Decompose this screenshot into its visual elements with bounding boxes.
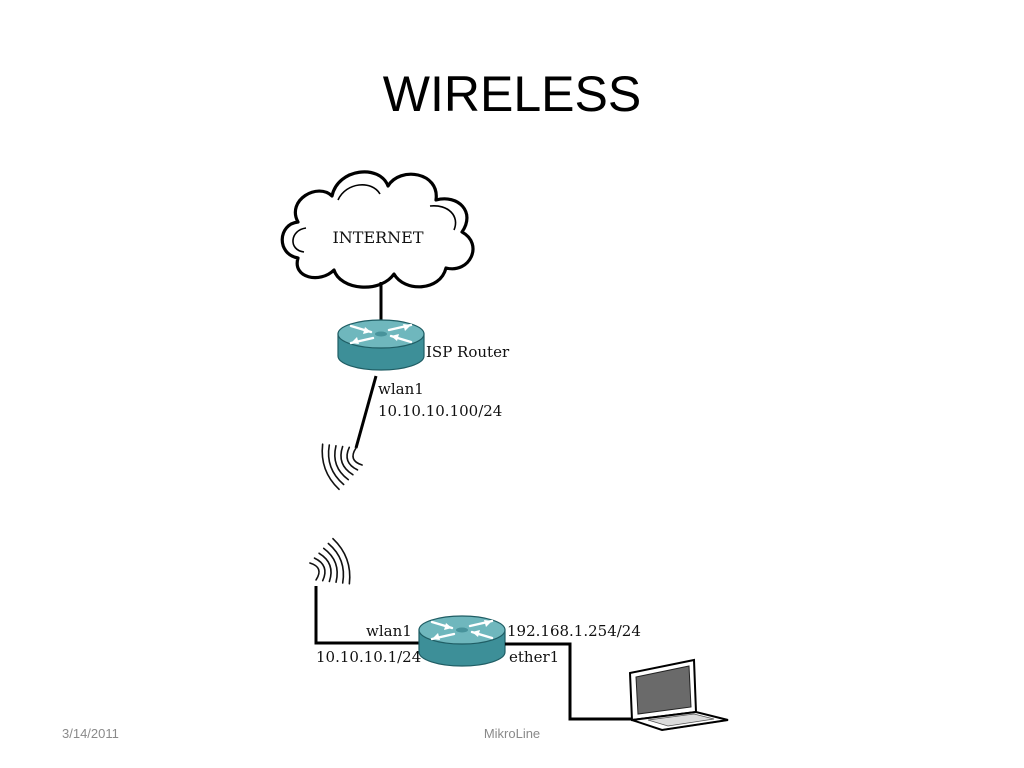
cloud-icon: [280, 170, 475, 289]
client-lan-ip: 192.168.1.254/24: [507, 622, 641, 640]
isp-wlan-ip: 10.10.10.100/24: [378, 402, 502, 420]
client-wlan-label: wlan1: [366, 622, 412, 640]
isp-router-icon: [336, 318, 426, 372]
laptop-icon: [628, 658, 729, 732]
ether-cable-line: [505, 642, 640, 721]
antenna-waves-icon: [303, 535, 356, 595]
cloud-label: INTERNET: [332, 228, 423, 247]
client-antenna-line: [314, 586, 420, 645]
isp-router-label: ISP Router: [426, 343, 510, 361]
client-wlan-ip: 10.10.10.1/24: [316, 648, 421, 666]
antenna-waves-icon: [316, 433, 369, 493]
isp-wlan-label: wlan1: [378, 380, 424, 398]
slide-title: WIRELESS: [382, 66, 642, 122]
isp-antenna-line: [354, 375, 378, 449]
client-ether-label: ether1: [509, 648, 559, 666]
footer-center: MikroLine: [483, 726, 541, 741]
footer-date: 3/14/2011: [62, 726, 119, 741]
client-router-icon: [417, 614, 507, 668]
